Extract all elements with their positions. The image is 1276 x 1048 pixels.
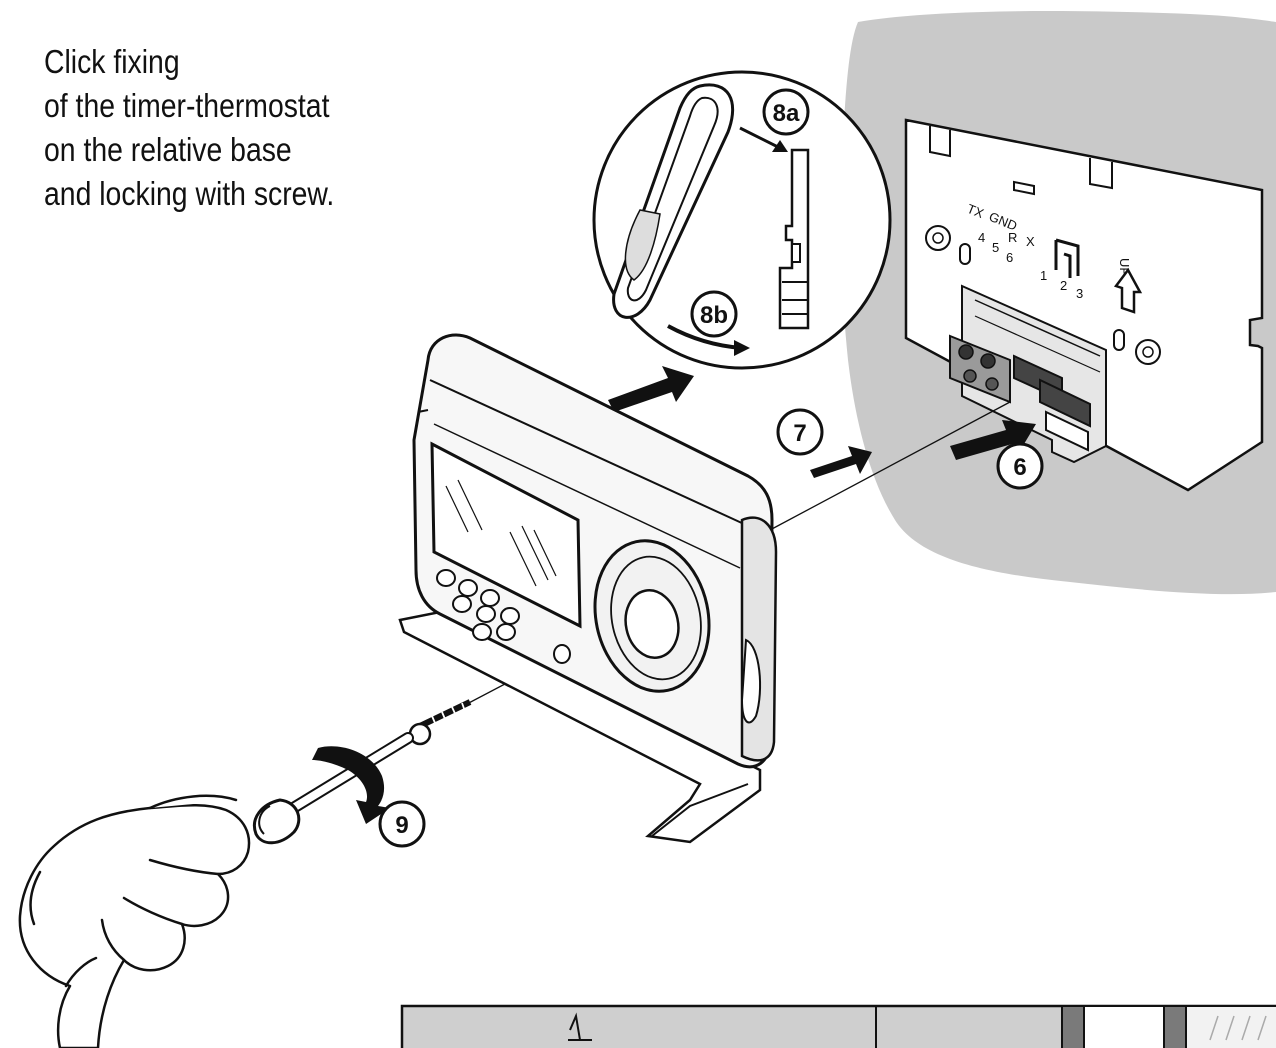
caption-line-4: and locking with screw.	[44, 175, 335, 212]
mounting-hole-left	[925, 225, 951, 251]
label-3: 3	[1076, 286, 1083, 301]
svg-text:8b: 8b	[700, 302, 728, 329]
arrow-step-7	[810, 446, 872, 478]
caption-line-1: Click fixing	[44, 43, 180, 80]
label-2: 2	[1060, 278, 1067, 293]
detail-circle	[592, 70, 892, 370]
terminal-labels: TX GND R X 4 5 6 1 2 3 UP	[965, 201, 1132, 301]
screw-hole	[553, 644, 571, 664]
base-plate: TX GND R X 4 5 6 1 2 3 UP	[904, 118, 1264, 492]
instruction-caption: Click fixing of the timer-thermostat on …	[44, 40, 354, 216]
svg-text:7: 7	[793, 420, 806, 447]
bottom-panel	[400, 1004, 1276, 1048]
label-5: 5	[992, 240, 999, 255]
svg-text:9: 9	[395, 812, 408, 839]
label-tx: TX	[965, 201, 986, 221]
hand	[18, 794, 251, 1048]
control-dial	[593, 539, 711, 693]
rotation-arrow-step-9	[312, 746, 390, 824]
svg-text:8a: 8a	[773, 100, 800, 127]
up-arrow-icon	[1113, 267, 1143, 314]
jumper-symbol	[1054, 238, 1080, 278]
arrow-to-detail	[608, 366, 694, 412]
screw	[408, 699, 472, 746]
arrow-step-6	[950, 420, 1036, 460]
caption-line-2: of the timer-thermostat	[44, 87, 330, 124]
slot-left	[959, 243, 971, 265]
guide-line-top	[769, 401, 1011, 531]
callout-9: 9	[378, 800, 426, 848]
label-r: R	[1008, 230, 1017, 245]
display-screen	[430, 441, 582, 629]
timer-thermostat	[398, 333, 778, 844]
mounting-hole-right	[1135, 339, 1161, 365]
callout-8b: 8b	[690, 290, 738, 338]
keypad-buttons	[436, 569, 520, 641]
screwdriver	[253, 732, 414, 845]
label-1: 1	[1040, 268, 1047, 283]
label-6: 6	[1006, 250, 1013, 265]
label-4: 4	[978, 230, 985, 245]
terminal-block	[949, 284, 1107, 464]
caption-line-3: on the relative base	[44, 131, 292, 168]
arrow-8b-head	[734, 340, 750, 356]
label-x: X	[1026, 234, 1035, 249]
arrow-8a-head	[772, 140, 788, 152]
callout-6: 6	[996, 442, 1044, 490]
slot-right	[1113, 329, 1125, 351]
callout-7: 7	[776, 408, 824, 456]
svg-text:6: 6	[1013, 454, 1026, 481]
callout-8a: 8a	[762, 88, 810, 136]
